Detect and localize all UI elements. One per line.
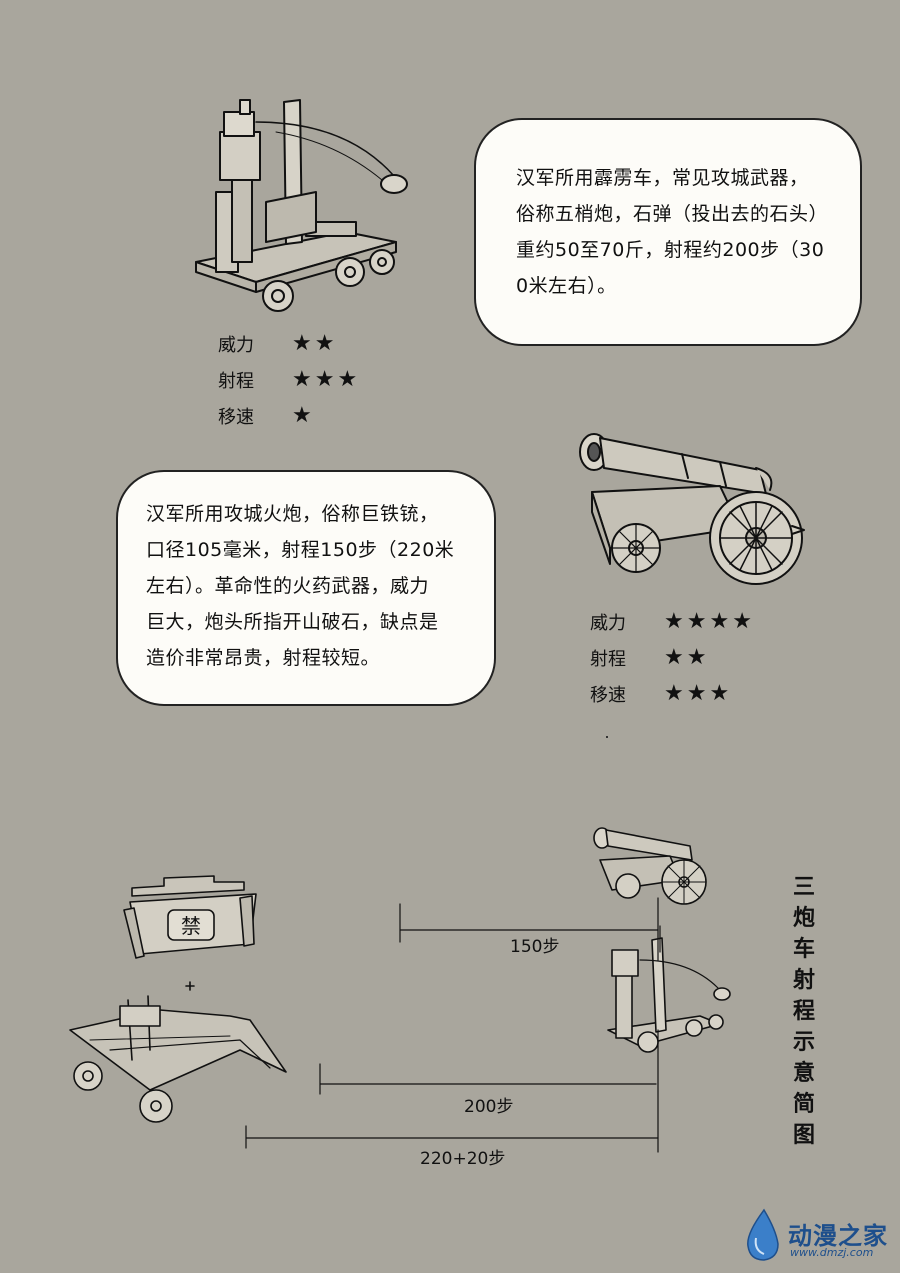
star-icon: ★ <box>292 403 312 428</box>
star-rating: ★★★ <box>292 369 357 391</box>
star-icon: ★ <box>664 681 684 706</box>
star-icon: ★ <box>664 609 684 634</box>
stat-row-power: 威力 ★★ <box>218 326 357 362</box>
bubble-line: 造价非常昂贵，射程较短。 <box>146 647 381 669</box>
title-char: 图 <box>792 1123 815 1148</box>
catapult-stats: 威力 ★★ 射程 ★★★ 移速 ★ <box>218 326 357 434</box>
bubble-line: 口径105毫米，射程150步（220米 <box>146 539 455 561</box>
stat-label: 射程 <box>590 649 626 670</box>
title-char: 意 <box>792 1061 815 1086</box>
stat-row-speed: 移速 ★★★ <box>590 676 752 712</box>
svg-text:禁: 禁 <box>181 914 201 938</box>
star-icon: ★ <box>292 367 312 392</box>
watermark-url[interactable]: www.dmzj.com <box>790 1246 874 1259</box>
star-icon: ★ <box>732 609 752 634</box>
title-char: 车 <box>792 937 815 962</box>
star-rating: ★★ <box>292 333 334 355</box>
star-icon: ★ <box>314 367 335 392</box>
speck <box>606 736 608 738</box>
star-icon: ★ <box>337 367 358 392</box>
stat-label: 移速 <box>218 407 254 428</box>
star-icon: ★ <box>664 645 684 670</box>
title-char: 三 <box>792 875 815 900</box>
bubble-line: 俗称五梢炮，石弹（投出去的石头） <box>516 203 829 225</box>
star-icon: ★ <box>709 609 730 634</box>
range-label-arrow: 220+20步 <box>420 1149 506 1169</box>
stat-row-power: 威力 ★★★★ <box>590 604 752 640</box>
cannon-illustration <box>570 428 808 604</box>
bubble-line: 0米左右）。 <box>516 275 617 297</box>
star-icon: ★ <box>686 645 707 670</box>
star-icon: ★ <box>292 331 312 356</box>
stat-label: 移速 <box>590 685 626 706</box>
stat-label: 威力 <box>590 613 626 634</box>
star-rating: ★★ <box>664 647 706 669</box>
water-drop-icon <box>747 1208 779 1261</box>
small-cannon-icon <box>593 827 707 905</box>
star-rating: ★★★★ <box>664 611 752 633</box>
bubble-line: 重约50至70斤，射程约200步（30 <box>516 239 825 261</box>
star-rating: ★★★ <box>664 683 729 705</box>
siege-wagon-icon <box>69 995 287 1123</box>
speech-bubble-catapult: 汉军所用霹雳车，常见攻城武器， 俗称五梢炮，石弹（投出去的石头） 重约50至70… <box>474 118 862 346</box>
watermark-logo <box>742 1208 892 1264</box>
bubble-line: 左右）。革命性的火药武器，威力 <box>146 575 430 597</box>
stat-row-range: 射程 ★★★ <box>218 362 357 398</box>
star-icon: ★ <box>686 681 707 706</box>
title-char: 程 <box>792 999 815 1024</box>
bubble-line: 汉军所用霹雳车，常见攻城武器， <box>516 167 809 189</box>
title-char: 示 <box>792 1030 815 1055</box>
cannon-stats: 威力 ★★★★ 射程 ★★ 移速 ★★★ <box>590 604 752 712</box>
diagram-title: 三 炮 车 射 程 示 意 简 图 <box>786 872 822 1151</box>
catapult-illustration <box>186 92 416 320</box>
stat-row-speed: 移速 ★ <box>218 398 357 434</box>
bubble-line: 巨大，炮头所指开山破石，缺点是 <box>146 611 439 633</box>
title-char: 射 <box>792 968 815 993</box>
stat-row-range: 射程 ★★ <box>590 640 752 676</box>
title-char: 简 <box>792 1092 815 1117</box>
range-diagram: 禁 <box>0 820 900 1180</box>
star-icon: ★ <box>709 681 730 706</box>
speech-bubble-cannon: 汉军所用攻城火炮，俗称巨铁铳， 口径105毫米，射程150步（220米 左右）。… <box>116 470 496 706</box>
bubble-line: 汉军所用攻城火炮，俗称巨铁铳， <box>146 503 439 525</box>
watermark-name: 动漫之家 <box>788 1222 888 1250</box>
range-label-cannon: 150步 <box>510 937 560 957</box>
star-icon: ★ <box>686 609 707 634</box>
stat-label: 射程 <box>218 371 254 392</box>
stat-label: 威力 <box>218 335 254 356</box>
range-label-catapult: 200步 <box>464 1097 514 1117</box>
small-catapult-icon <box>607 937 731 1053</box>
title-char: 炮 <box>792 906 815 931</box>
star-rating: ★ <box>292 405 312 427</box>
enemy-flag-icon: 禁 <box>123 875 257 959</box>
star-icon: ★ <box>314 331 335 356</box>
